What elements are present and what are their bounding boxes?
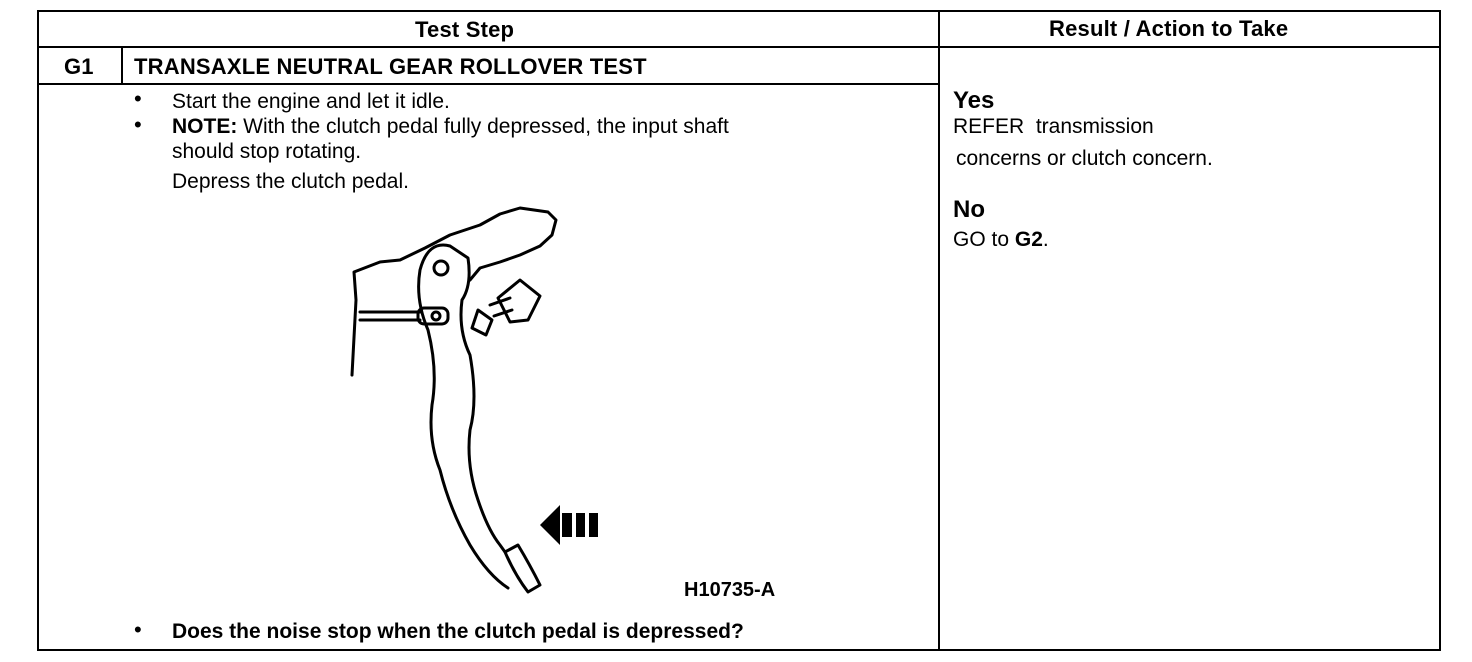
press-direction-arrow (540, 505, 598, 545)
clutch-pedal-illustration (350, 206, 598, 594)
result-yes-line1: REFER transmission (953, 115, 1154, 138)
bullet-1-marker: • (134, 86, 142, 111)
step-title: TRANSAXLE NEUTRAL GEAR ROLLOVER TEST (134, 54, 647, 79)
result-no-action: GO to G2. (953, 227, 1049, 253)
result-no-prefix: GO to (953, 228, 1015, 251)
pedal-bracket (350, 206, 558, 377)
result-no-label: No (953, 196, 985, 223)
test-step-table (37, 10, 1441, 651)
master-cylinder-rod (358, 310, 422, 322)
pedal-pad (503, 543, 542, 594)
note-label: NOTE: (172, 115, 238, 138)
title-row-divider (37, 83, 939, 85)
figure-id: H10735-A (684, 579, 776, 601)
column-divider-id (121, 47, 123, 84)
result-yes-label: Yes (953, 87, 995, 114)
bullet-2-marker: • (134, 112, 142, 137)
step-id: G1 (64, 54, 94, 79)
bullet-2-line3: Depress the clutch pedal. (172, 170, 409, 193)
note-text: With the clutch pedal fully depressed, t… (243, 115, 729, 138)
clutch-switch (470, 308, 494, 337)
result-yes-line2: concerns or clutch concern. (956, 147, 1213, 170)
pedal-arm (417, 243, 510, 590)
bullet-1-text: Start the engine and let it idle. (172, 90, 450, 113)
header-test-step: Test Step (415, 17, 515, 42)
result-no-suffix: . (1042, 228, 1049, 251)
result-no-target: G2 (1014, 228, 1043, 251)
header-row-divider (37, 46, 1441, 48)
question-marker: • (134, 617, 142, 642)
bullet-2-line2: should stop rotating. (172, 140, 362, 163)
pedal-pivot (432, 259, 450, 277)
header-result-action: Result / Action to Take (1049, 16, 1289, 41)
bullet-2-line1: NOTE: With the clutch pedal fully depres… (172, 114, 729, 140)
question-text: Does the noise stop when the clutch peda… (172, 620, 744, 643)
column-divider-main (938, 10, 940, 651)
